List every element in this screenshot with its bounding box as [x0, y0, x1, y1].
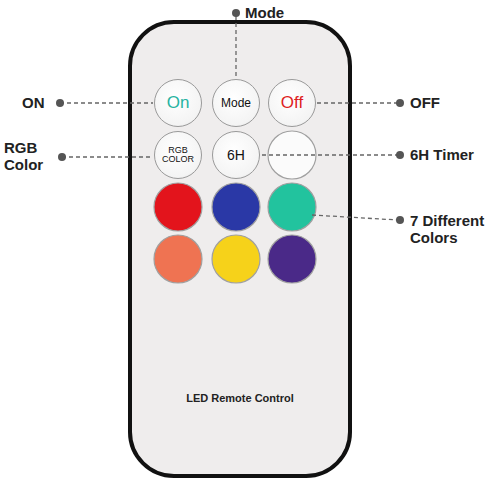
- leader-dot: [232, 9, 240, 17]
- button-label: RGB COLOR: [160, 146, 196, 165]
- callout-label: RGB Color: [4, 139, 56, 174]
- off-button: Off: [268, 79, 316, 127]
- remote-body: LED Remote Control On Mode OffRGB COLOR 6H: [130, 22, 350, 476]
- red-button: [154, 183, 202, 231]
- leader-dots: [56, 9, 404, 224]
- leader-line: [262, 154, 398, 155]
- on-button: On: [154, 79, 202, 127]
- timer-button: 6H: [212, 131, 260, 179]
- button-label: 6H: [227, 148, 245, 163]
- leader-dot: [396, 151, 404, 159]
- leader-dot: [56, 99, 64, 107]
- buttons: [154, 131, 316, 283]
- leader-line: [317, 102, 398, 103]
- product-label: LED Remote Control: [130, 392, 350, 404]
- button-label: On: [167, 94, 190, 112]
- leader-line: [60, 102, 153, 103]
- remote-housing: [130, 22, 350, 476]
- leader-line: [62, 156, 153, 157]
- purple-button: [268, 235, 316, 283]
- mode-button: Mode: [212, 79, 260, 127]
- rgb-color-button: RGB COLOR: [154, 131, 202, 179]
- button-label: Mode: [221, 97, 251, 110]
- yellow-button: [212, 235, 260, 283]
- callout-label: OFF: [410, 94, 470, 111]
- orange-button: [154, 235, 202, 283]
- teal-button: [268, 183, 316, 231]
- leader-dot: [58, 153, 66, 161]
- callout-label: 6H Timer: [410, 146, 498, 163]
- leader-lines: [60, 16, 398, 220]
- leader-line: [312, 215, 398, 220]
- button-label: Off: [281, 94, 303, 112]
- callout-label: 7 Different Colors: [410, 212, 496, 247]
- leader-line: [235, 16, 236, 78]
- callout-label: ON: [22, 94, 56, 111]
- leader-dot: [396, 99, 404, 107]
- blue-button: [212, 183, 260, 231]
- callout-label: Mode: [245, 4, 325, 21]
- leader-dot: [396, 216, 404, 224]
